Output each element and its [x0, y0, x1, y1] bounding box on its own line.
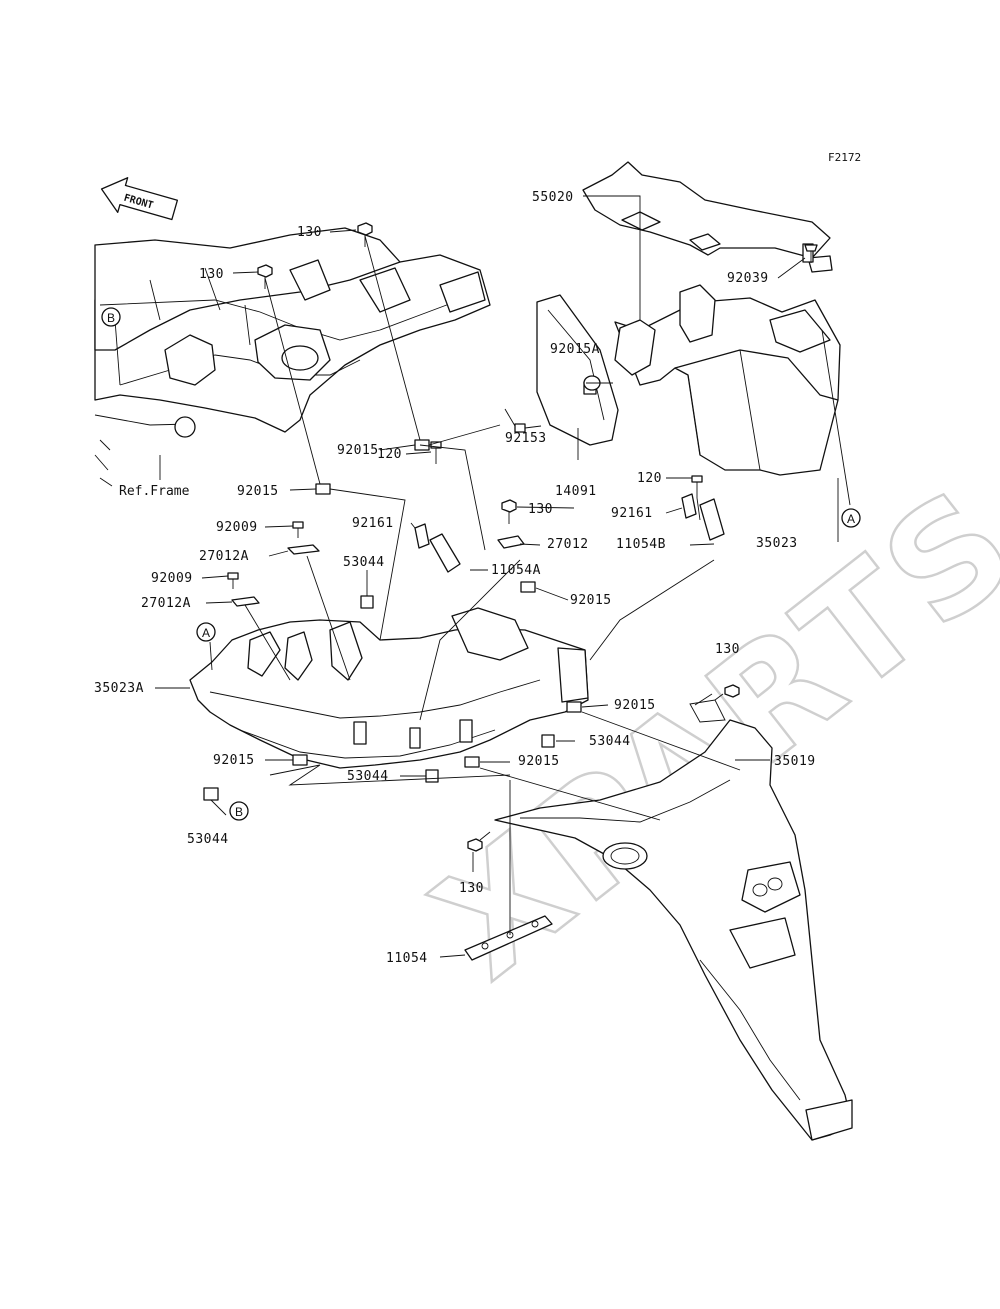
label-130-right: 130 — [715, 642, 740, 657]
label-53044-r: 53044 — [589, 734, 631, 749]
label-55020: 55020 — [532, 190, 574, 205]
leader-lines — [114, 195, 851, 958]
label-27012A-a: 27012A — [199, 549, 249, 564]
figure-code: F2172 — [828, 151, 861, 164]
label-92015-bm: 92015 — [518, 754, 560, 769]
label-130-bottom: 130 — [459, 881, 484, 896]
label-92015-bl: 92015 — [213, 753, 255, 768]
label-120-mid: 120 — [377, 447, 402, 462]
label-27012A-b: 27012A — [141, 596, 191, 611]
label-35019: 35019 — [774, 754, 816, 769]
label-130-mid: 130 — [528, 502, 553, 517]
label-35023A: 35023A — [94, 681, 144, 696]
svg-text:A: A — [202, 626, 210, 640]
front-arrow-icon: FRONT — [100, 177, 179, 221]
svg-text:B: B — [235, 805, 243, 819]
label-53044-bl: 53044 — [187, 832, 229, 847]
label-11054A: 11054A — [491, 563, 541, 578]
marker-b-bottom: B — [229, 801, 249, 821]
svg-text:A: A — [847, 512, 855, 526]
label-11054: 11054 — [386, 951, 428, 966]
cover-14091 — [536, 294, 619, 446]
label-130-left: 130 — [199, 267, 224, 282]
label-11054B: 11054B — [616, 537, 666, 552]
label-14091: 14091 — [555, 484, 597, 499]
label-92039: 92039 — [727, 271, 769, 286]
tray-55020 — [582, 161, 831, 259]
label-130-top: 130 — [297, 225, 322, 240]
label-92009-b: 92009 — [151, 571, 193, 586]
ref-frame-label: Ref.Frame — [119, 484, 190, 499]
label-53044-mid: 53044 — [343, 555, 385, 570]
marker-a-left: A — [196, 622, 216, 642]
marker-b-top: B — [101, 307, 121, 327]
label-92153: 92153 — [505, 431, 547, 446]
label-120-right: 120 — [637, 471, 662, 486]
label-92015A: 92015A — [550, 342, 600, 357]
label-92015-r: 92015 — [614, 698, 656, 713]
label-92015-top: 92015 — [337, 443, 379, 458]
label-92015-left: 92015 — [237, 484, 279, 499]
battery-case-35023 — [614, 243, 841, 476]
label-92161-right: 92161 — [611, 506, 653, 521]
label-53044-bm: 53044 — [347, 769, 389, 784]
marker-a-right: A — [841, 508, 861, 528]
label-92015-mid: 92015 — [570, 593, 612, 608]
fasteners — [203, 222, 818, 961]
label-27012: 27012 — [547, 537, 589, 552]
svg-text:B: B — [107, 311, 115, 325]
label-35023: 35023 — [756, 536, 798, 551]
case-35023A — [189, 607, 589, 769]
cowl-35019 — [494, 699, 853, 1141]
frame-illustration — [94, 227, 491, 487]
label-92161-mid: 92161 — [352, 516, 394, 531]
label-92009-a: 92009 — [216, 520, 258, 535]
